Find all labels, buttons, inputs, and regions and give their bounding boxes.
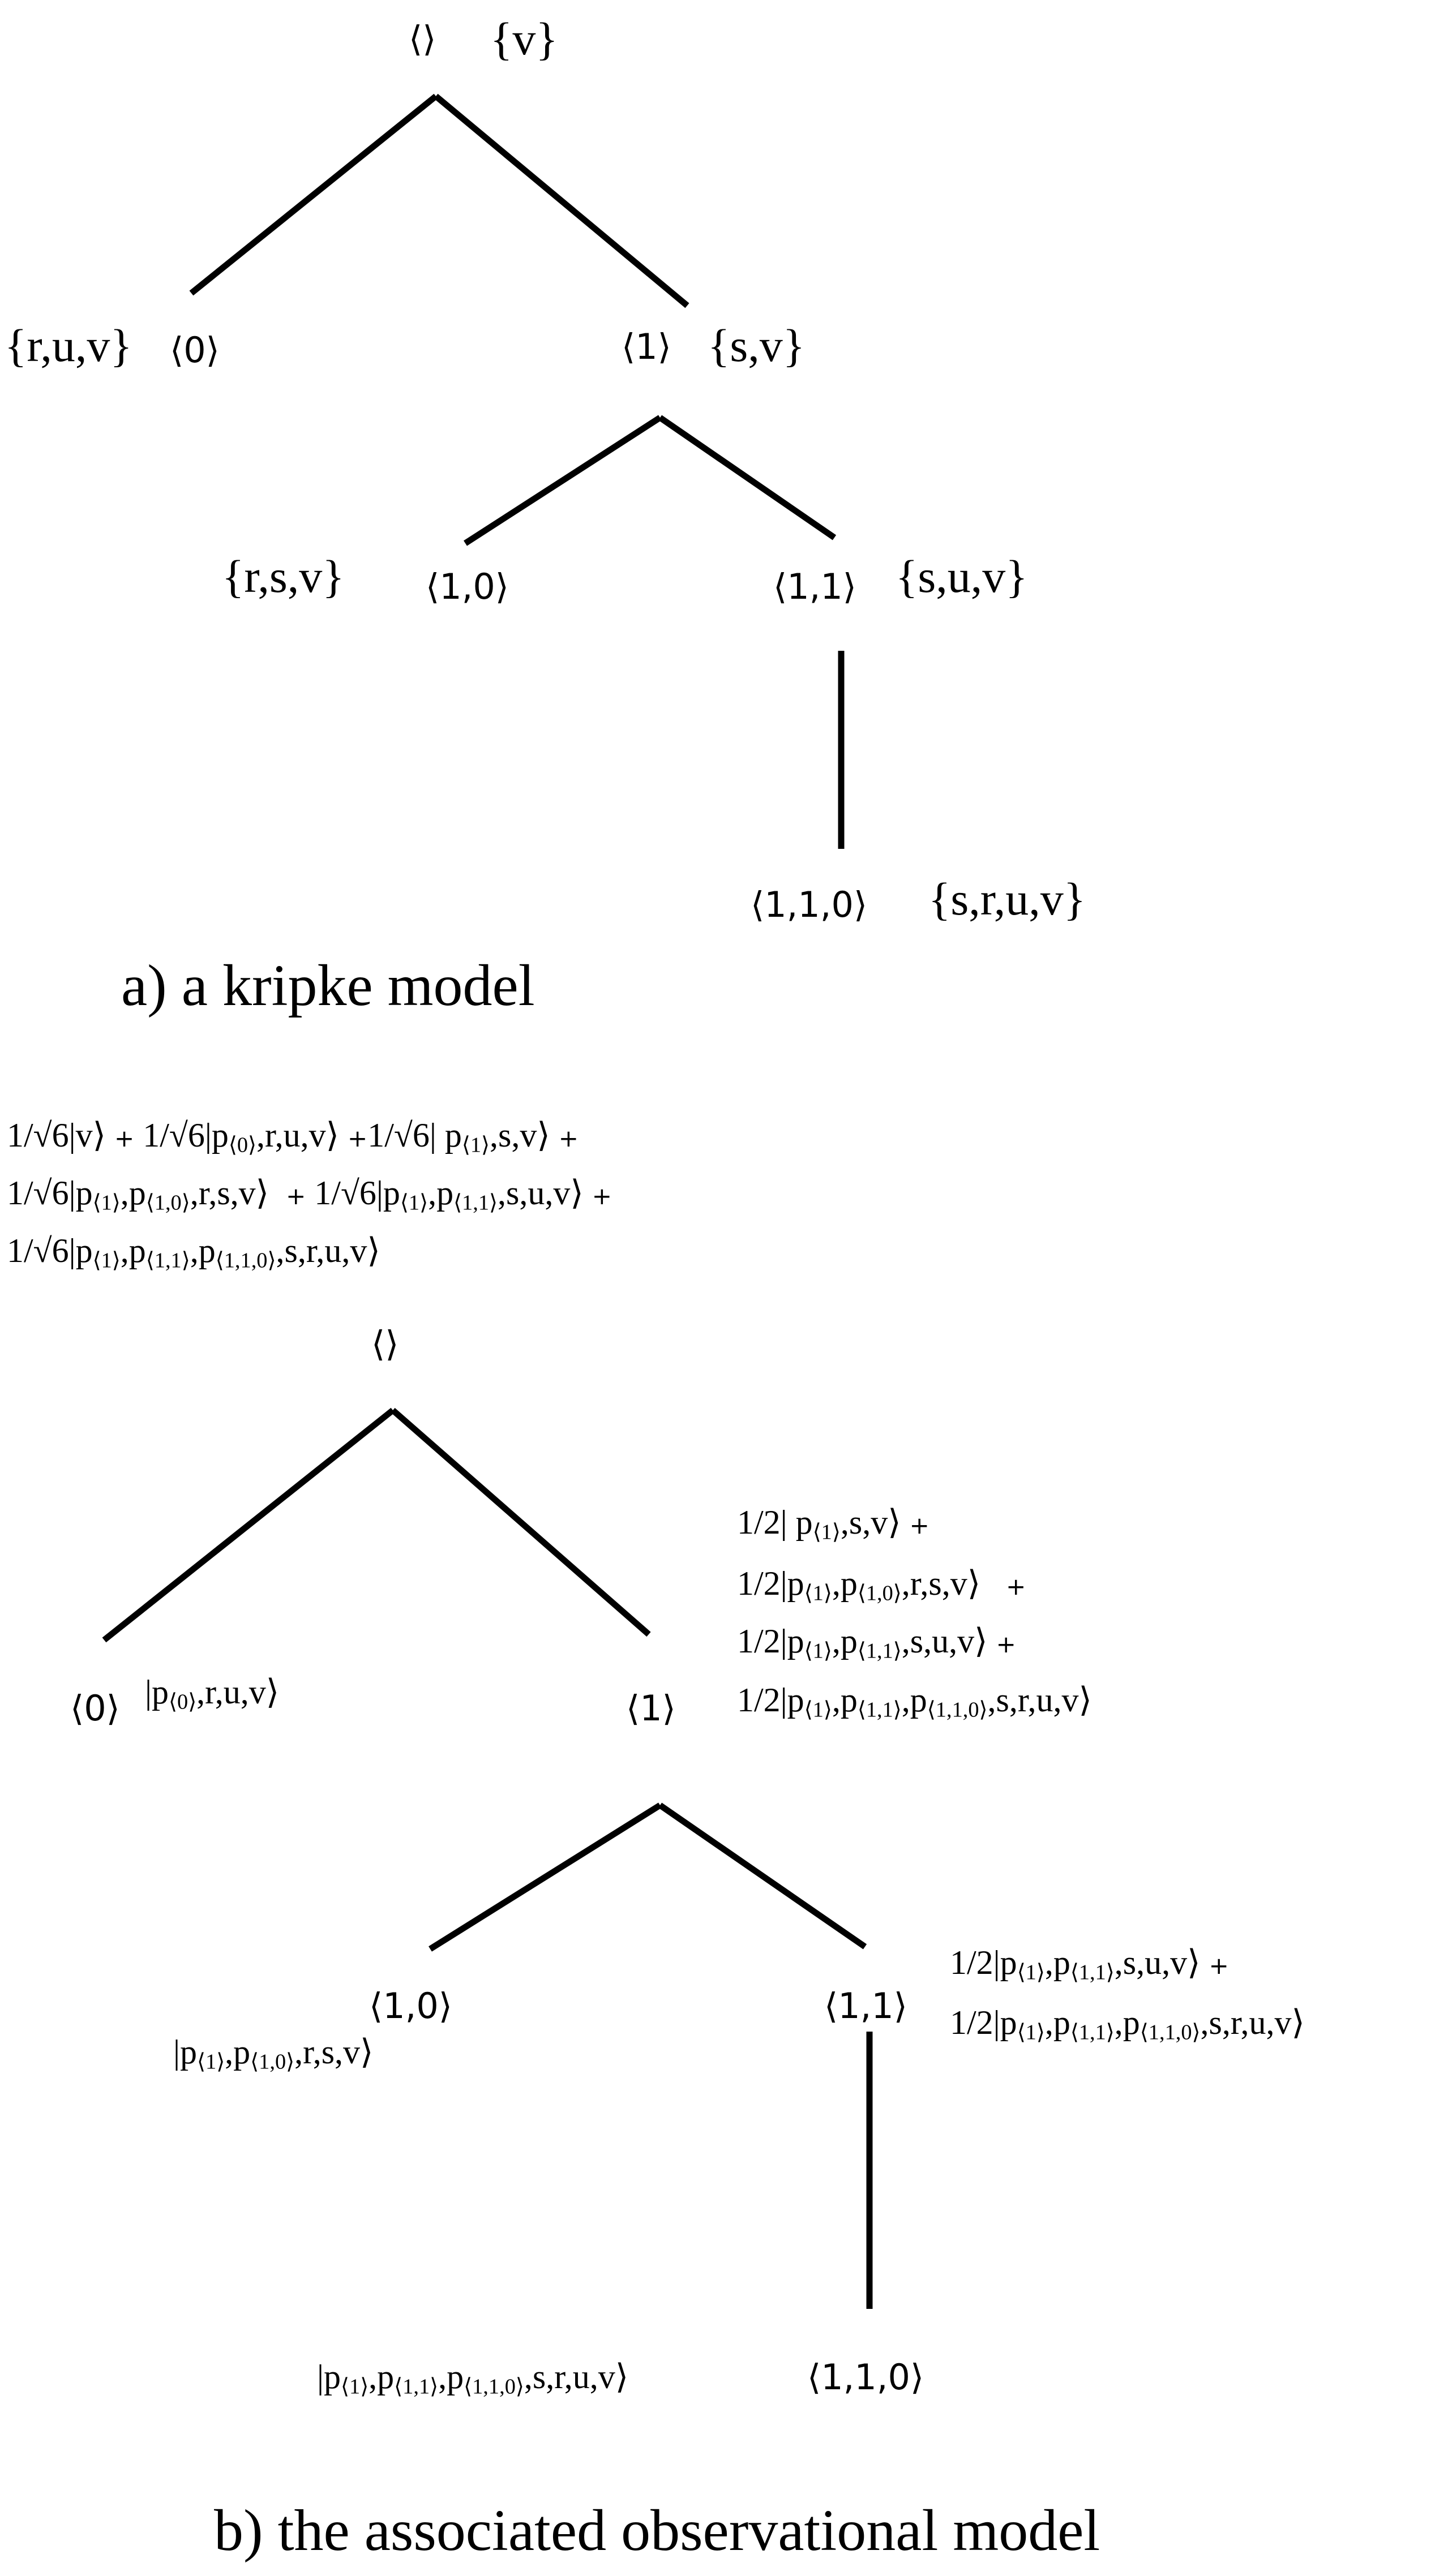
n11-state-line-2: 1/2|p⟨1⟩,p⟨1,1⟩,p⟨1,1,0⟩,s,r,u,v⟩ [950,2004,1305,2045]
kripke-n0-set: {r,u,v} [5,320,132,371]
kripke-root-label: ⟨⟩ [409,18,436,59]
kripke-n1-set: {s,v} [708,320,806,371]
obs-n10-label: ⟨1,0⟩ [369,1985,452,2027]
n1-state-line-1: 1/2| p⟨1⟩,s,v⟩ + [737,1504,929,1544]
kripke-n110-set: {s,r,u,v} [928,873,1086,925]
obs-n11-label: ⟨1,1⟩ [824,1985,907,2027]
kripke-n0-label: ⟨0⟩ [170,329,220,371]
obs-n110-label: ⟨1,1,0⟩ [807,2356,924,2398]
kripke-n1-label: ⟨1⟩ [622,326,671,367]
plus-sign: + [348,1124,368,1152]
edge-a-root-n0 [189,93,438,296]
root-state-line-2: 1/√6|p⟨1⟩,p⟨1,0⟩,r,s,v⟩ + 1/√6|p⟨1⟩,p⟨1,… [7,1174,612,1215]
kripke-n10-set: {r,s,v} [222,551,345,602]
kripke-n10-label: ⟨1,0⟩ [426,566,509,607]
plus-sign: + [558,1124,579,1152]
plus-sign: + [996,1630,1016,1658]
plus-sign: + [1006,1573,1026,1600]
edge-a-n1-n10 [464,415,662,546]
n11-state-line-1: 1/2|p⟨1⟩,p⟨1,1⟩,s,u,v⟩ + [950,1944,1229,1985]
root-state-line-3: 1/√6|p⟨1⟩,p⟨1,1⟩,p⟨1,1,0⟩,s,r,u,v⟩ [7,1232,380,1273]
kripke-n110-label: ⟨1,1,0⟩ [751,884,868,925]
edge-b-n1-n10 [429,1802,662,1952]
n1-state-line-4: 1/2|p⟨1⟩,p⟨1,1⟩,p⟨1,1,0⟩,s,r,u,v⟩ [737,1681,1092,1722]
edge-b-n1-n11 [658,1802,867,1950]
edge-a-root-n1 [434,93,689,308]
root-state-line-1: 1/√6|v⟩ + 1/√6|p⟨0⟩,r,u,v⟩ +1/√6| p⟨1⟩,s… [7,1117,579,1157]
plus-sign: + [592,1182,612,1210]
edge-b-root-n0 [102,1407,395,1643]
plus-sign: + [1209,1952,1229,1980]
obs-n0-state: |p⟨0⟩,r,u,v⟩ [145,1673,280,1714]
obs-n10-state: |p⟨1⟩,p⟨1,0⟩,r,s,v⟩ [173,2033,374,2074]
caption-b: b) the associated observational model [214,2498,1100,2563]
kripke-root-set: {v} [490,13,558,65]
n1-state-line-2: 1/2|p⟨1⟩,p⟨1,0⟩,r,s,v⟩ + [737,1565,1026,1605]
plus-sign: + [114,1124,135,1152]
edge-a-n1-n11 [658,415,837,540]
plus-sign: + [909,1512,929,1539]
caption-a: a) a kripke model [121,953,535,1018]
obs-n1-label: ⟨1⟩ [626,1688,676,1729]
kripke-n11-set: {s,u,v} [896,551,1028,602]
n1-state-line-3: 1/2|p⟨1⟩,p⟨1,1⟩,s,u,v⟩ + [737,1622,1016,1663]
edge-b-root-n1 [391,1407,651,1637]
obs-root-label: ⟨⟩ [371,1323,399,1364]
kripke-n11-label: ⟨1,1⟩ [773,566,856,607]
obs-n110-state: |p⟨1⟩,p⟨1,1⟩,p⟨1,1,0⟩,s,r,u,v⟩ [317,2358,629,2399]
obs-n0-label: ⟨0⟩ [70,1688,120,1729]
plus-sign: + [286,1182,306,1210]
